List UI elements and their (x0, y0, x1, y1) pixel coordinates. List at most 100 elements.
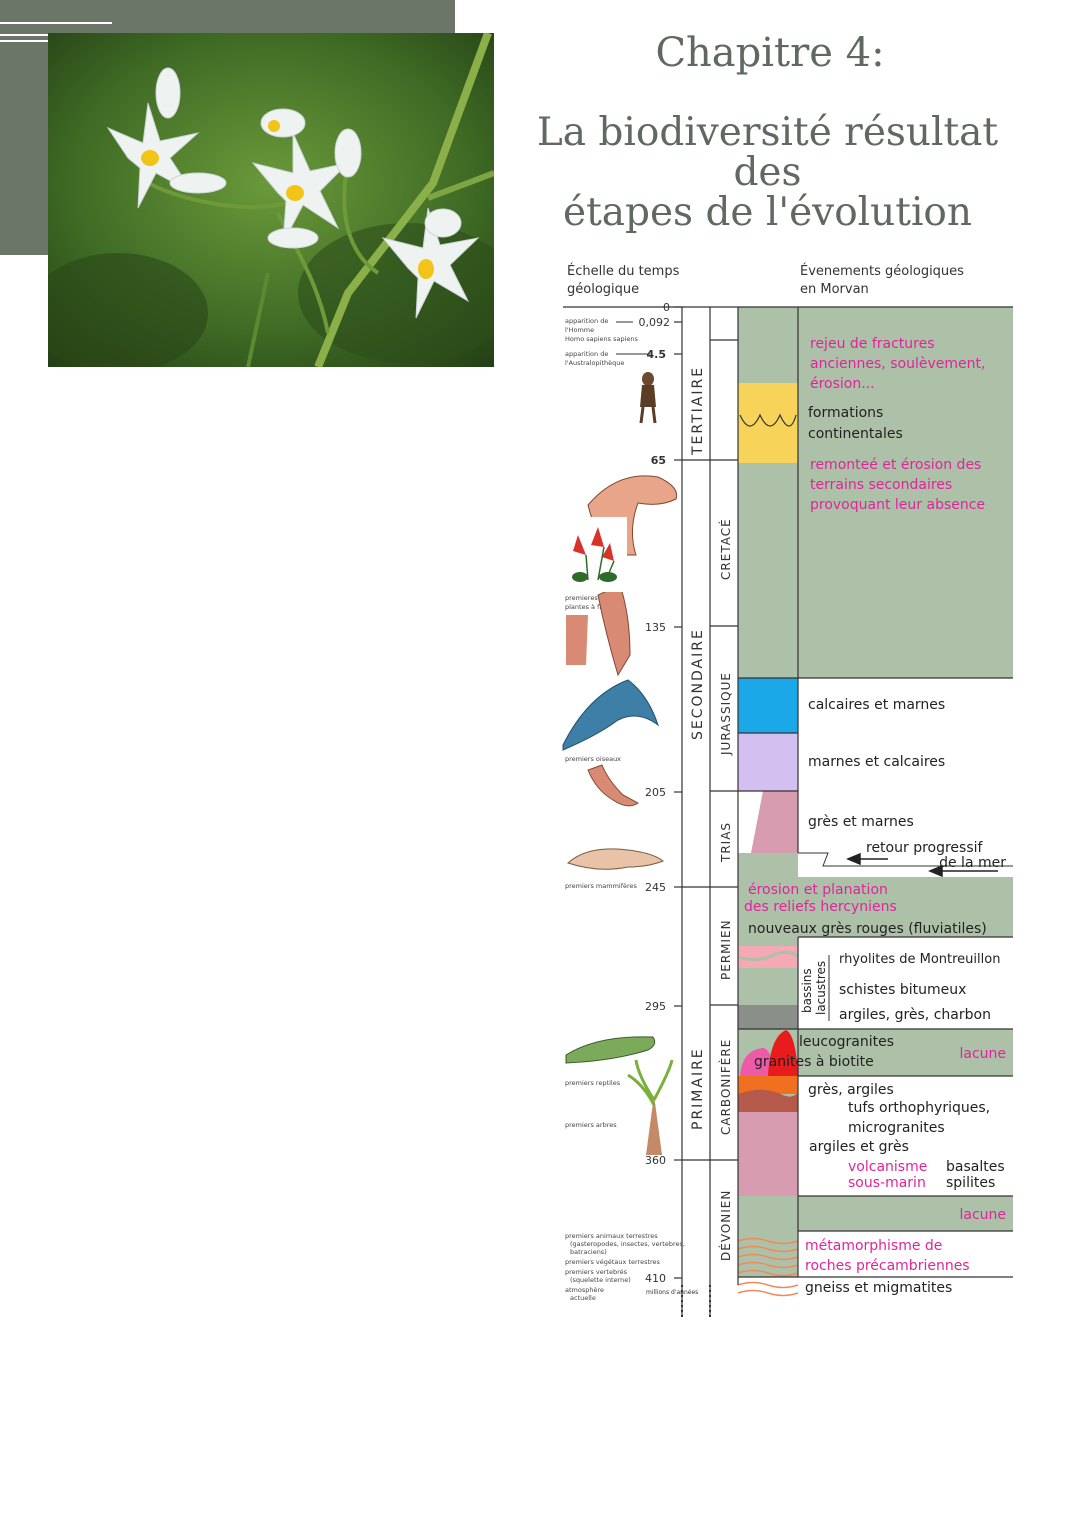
note-animaux-terrestres: premiers animaux terrestres (565, 1232, 658, 1240)
note-vegetaux: premiers végétaux terrestres (565, 1258, 661, 1266)
event-band-lacune-2 (798, 1196, 1013, 1231)
decorative-line (0, 40, 50, 42)
event-band-metamorphism (798, 1231, 1013, 1277)
mauve-block-devonian (738, 1112, 798, 1196)
event-schistes: schistes bitumeux (839, 982, 966, 998)
event-basaltes: basaltes (946, 1159, 1005, 1175)
tick-marks (674, 306, 682, 1279)
left-header-line-2: géologique (567, 282, 639, 297)
australopithecus-illustration (639, 372, 657, 424)
note-reptiles: premiers reptiles (565, 1079, 621, 1087)
event-argiles-gres: argiles et grès (809, 1139, 909, 1155)
tree-illustration (627, 1059, 674, 1155)
units-label: millions d'années (646, 1289, 698, 1296)
orange-block (738, 1076, 798, 1094)
note-australopitheque: l'Australopithèque (565, 359, 624, 367)
event-band-permian (738, 877, 1013, 937)
event-volcanisme: sous-marin (848, 1175, 926, 1191)
note-atmosphere: atmosphère (565, 1286, 604, 1294)
note-homme: Homo sapiens sapiens (565, 335, 639, 343)
flowering-plant-illustration (561, 517, 627, 592)
brown-block (738, 1089, 798, 1112)
period-devonien: DÉVONIEN (718, 1190, 733, 1261)
note-australopitheque: apparition de (565, 350, 608, 358)
subtitle-line-2: étapes de l'évolution (562, 190, 973, 235)
reptile-illustration (565, 1036, 656, 1064)
event-calcaires: calcaires et marnes (808, 697, 945, 713)
flower-illustration (48, 33, 494, 367)
flower-photo (48, 33, 494, 367)
bassins-label: bassins (800, 968, 814, 1013)
note-animaux-terrestres: batraciens) (570, 1248, 607, 1256)
event-argiles-charbon: argiles, grès, charbon (839, 1007, 991, 1023)
event-gres-marnes: grès et marnes (808, 814, 914, 830)
note-animaux-terrestres: (gasteropodes, insectes, vertebres, (570, 1240, 685, 1248)
right-header-line-1: Évenements géologiques (800, 263, 964, 279)
sea-arrows (846, 852, 998, 878)
event-remontee: provoquant leur absence (810, 497, 985, 513)
decorative-line (0, 34, 50, 36)
event-gres-argiles: grès, argiles (808, 1082, 894, 1098)
event-marnes: marnes et calcaires (808, 754, 945, 770)
event-erosion: érosion et planation (748, 882, 888, 898)
event-erosion: des reliefs hercyniens (744, 899, 897, 915)
mammal-illustration (567, 848, 664, 870)
event-rejeu: anciennes, soulèvement, (810, 356, 985, 372)
note-atmosphere: actuelle (570, 1294, 596, 1302)
event-retour: de la mer (939, 855, 1006, 871)
tick-label: 360 (645, 1154, 666, 1167)
period-permien: PERMIEN (719, 919, 733, 980)
blue-block (738, 678, 798, 733)
tick-label: 205 (645, 786, 666, 799)
event-lacune: lacune (959, 1207, 1006, 1223)
event-band-lacune-1 (798, 1029, 1013, 1076)
tick-label: 0,092 (639, 316, 671, 329)
left-header-line-1: Échelle du temps (567, 263, 680, 279)
bassins-label: lacustres (814, 961, 828, 1015)
event-volcanisme: volcanisme (848, 1159, 927, 1175)
note-arbres: premiers arbres (565, 1121, 617, 1129)
period-carbonifere: CARBONIFÈRE (718, 1039, 733, 1135)
tick-label: 410 (645, 1272, 666, 1285)
period-trias: TRIAS (719, 822, 733, 863)
period-jurassique: JURASSIQUE (719, 672, 733, 756)
event-spilites: spilites (946, 1175, 995, 1191)
event-gneiss: gneiss et migmatites (805, 1280, 952, 1296)
event-lacune: lacune (959, 1046, 1006, 1062)
geological-timescale-diagram: Échelle du temps géologique Évenements g… (558, 255, 1018, 1320)
tick-label: 0 (663, 301, 670, 314)
event-rhyolites: rhyolites de Montreuillon (839, 952, 1000, 967)
tick-label: 245 (645, 881, 666, 894)
decorative-line (0, 22, 112, 24)
event-metamorphisme: roches précambriennes (805, 1258, 970, 1274)
sea-line (798, 852, 1013, 867)
tick-label: 135 (645, 621, 666, 634)
event-microgranites: microgranites (848, 1120, 945, 1136)
event-rejeu: érosion... (810, 376, 875, 392)
note-fleurs: premieres (565, 594, 598, 602)
mauve-block-trias (751, 791, 798, 853)
right-header-line-2: en Morvan (800, 282, 869, 297)
note-fleurs: plantes à fleurs (565, 603, 616, 611)
dark-events: formations continentales calcaires et ma… (748, 405, 1006, 1296)
tick-label: 4.5 (647, 348, 667, 361)
event-band-tertiary-cretaceous (798, 307, 1013, 678)
pink-granite (740, 1048, 774, 1076)
event-metamorphisme: métamorphisme de (805, 1238, 942, 1254)
note-oiseaux: premiers oiseaux (565, 755, 621, 763)
grid-lines (563, 306, 1013, 1315)
yellow-block (738, 383, 798, 463)
note-vertebres: (squelette interne) (570, 1276, 631, 1284)
event-remontee: remonteé et érosion des (810, 457, 981, 473)
event-nouveaux-gres: nouveaux grès rouges (fluviatiles) (748, 921, 987, 937)
tick-label: 65 (651, 454, 666, 467)
event-leucogranites: leucogranites (799, 1034, 894, 1050)
note-mammiferes: premiers mammifères (565, 882, 638, 890)
era-secondaire: SECONDAIRE (690, 628, 706, 740)
subtitle-line-1: La biodiversité résultat des (536, 110, 999, 195)
dev-green (738, 1196, 798, 1231)
event-formations: formations (808, 405, 883, 421)
note-vertebres: premiers vertebrés (565, 1268, 628, 1276)
era-tertiaire: TERTIAIRE (690, 366, 706, 456)
event-granites: granites à biotite (754, 1054, 874, 1070)
